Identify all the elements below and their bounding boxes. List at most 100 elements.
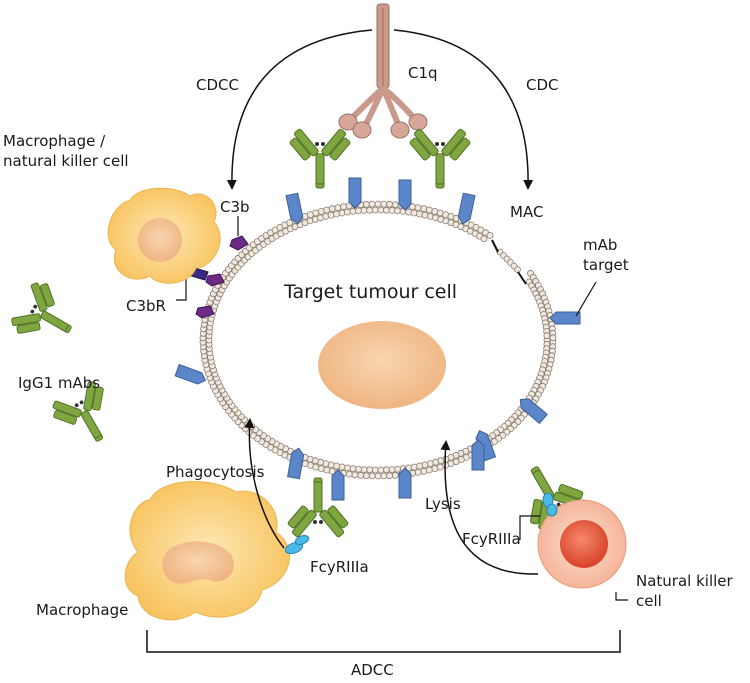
membrane-bead [388, 206, 396, 214]
c3b-label: C3b [220, 198, 250, 216]
membrane-bead [345, 470, 353, 478]
target-cell-label: Target tumour cell [284, 281, 458, 303]
nk-label-line2: cell [636, 592, 662, 610]
membrane-bead [386, 200, 394, 208]
membrane-bead [323, 206, 331, 214]
membrane-bead [360, 466, 368, 474]
mac-pore [491, 239, 527, 285]
membrane-bead [382, 466, 390, 474]
free-igg1-antibodies [4, 273, 128, 457]
cdc-label: CDC [526, 76, 559, 94]
membrane-bead [368, 200, 376, 208]
membrane-bead [549, 334, 557, 342]
membrane-bead [360, 206, 368, 214]
membrane-bead [317, 465, 325, 473]
membrane-bead [343, 464, 351, 472]
membrane-bead [349, 465, 357, 473]
membrane-bead [410, 463, 418, 471]
lysis-label: Lysis [425, 495, 461, 513]
membrane-bead [414, 204, 422, 212]
c3br-label: C3bR [126, 297, 166, 315]
membrane-bead [386, 472, 394, 480]
adcc-label: ADCC [351, 661, 394, 679]
membrane-bead [374, 200, 382, 208]
nk-label-line1: Natural killer [636, 572, 733, 590]
mac-pore-bead [514, 266, 521, 273]
macrophage-nk-label-line2: natural killer cell [3, 152, 129, 170]
nk-label-pointer [615, 592, 628, 601]
membrane-bead [371, 206, 379, 214]
macrophage-label: Macrophage [36, 601, 129, 619]
membrane-bead [425, 466, 433, 474]
phagocytosis-arrow [244, 418, 285, 549]
upper-macrophage-cell [107, 187, 221, 284]
fcyr-right-pointer [519, 515, 540, 540]
membrane-bead [357, 471, 365, 479]
membrane-bead [317, 207, 325, 215]
mac-label: MAC [510, 203, 544, 221]
membrane-bead [362, 472, 370, 480]
membrane-bead [543, 332, 551, 340]
nk-cell [537, 499, 627, 589]
membrane-bead [388, 466, 396, 474]
c3b-molecules [184, 235, 249, 319]
membrane-bead [394, 465, 401, 473]
cdcc-arrow [226, 29, 373, 190]
mab-target-pointer [575, 281, 597, 317]
membrane-bead [431, 207, 439, 215]
membrane-bead [366, 466, 374, 474]
membrane-bead [349, 207, 357, 215]
lower-macrophage-cell [124, 481, 291, 621]
membrane-bead [377, 466, 385, 474]
membrane-bead [338, 463, 346, 471]
membrane-bead [414, 468, 422, 476]
membrane-bead [421, 461, 429, 469]
membrane-bead [377, 206, 385, 214]
phagocytosis-label: Phagocytosis [166, 463, 265, 481]
membrane-bead [420, 205, 428, 213]
membrane-bead [333, 462, 340, 470]
membrane-bead [480, 235, 488, 243]
membrane-bead [371, 466, 379, 474]
membrane-bead [333, 210, 340, 218]
membrane-bead [355, 207, 362, 215]
membrane-bead [436, 463, 444, 471]
membrane-bead [416, 462, 423, 470]
mab-target-label-line1: mAb [583, 236, 618, 254]
membrane-bead [327, 211, 335, 219]
c3br-pointer [176, 278, 187, 301]
membrane-bead [380, 472, 388, 480]
membrane-bead [323, 466, 331, 474]
c1q-complex [338, 3, 428, 139]
igg1-label: IgG1 mAbs [18, 374, 101, 392]
membrane-bead [351, 471, 359, 479]
mab-target-label-line2: target [583, 256, 629, 274]
fcyr-left-label: FcyRIIIa [310, 558, 369, 576]
adcc-bracket [146, 630, 621, 653]
membrane-bead [374, 472, 382, 480]
fcyr-right-label: FcyRIIIa [462, 530, 521, 548]
c1q-label: C1q [408, 64, 438, 82]
membrane-bead [368, 472, 376, 480]
membrane-bead [362, 200, 370, 208]
membrane-bead [338, 209, 346, 217]
target-cell-nucleus [318, 321, 446, 409]
membrane-bead [394, 207, 401, 215]
membrane-bead [420, 467, 428, 475]
membrane-bead [431, 465, 439, 473]
membrane-bead [410, 209, 418, 217]
membrane-bead [312, 209, 320, 217]
membrane-bead [334, 204, 342, 212]
membrane-bead [366, 206, 374, 214]
membrane-bead [391, 201, 399, 209]
membrane-bead [328, 205, 336, 213]
membrane-bead [355, 465, 362, 473]
membrane-bead [425, 206, 433, 214]
cdcc-label: CDCC [196, 76, 239, 94]
lysis-arrow [440, 440, 539, 575]
membrane-bead [416, 210, 423, 218]
macrophage-nk-label-line1: Macrophage / [3, 132, 106, 150]
fc-receptors [284, 492, 558, 555]
